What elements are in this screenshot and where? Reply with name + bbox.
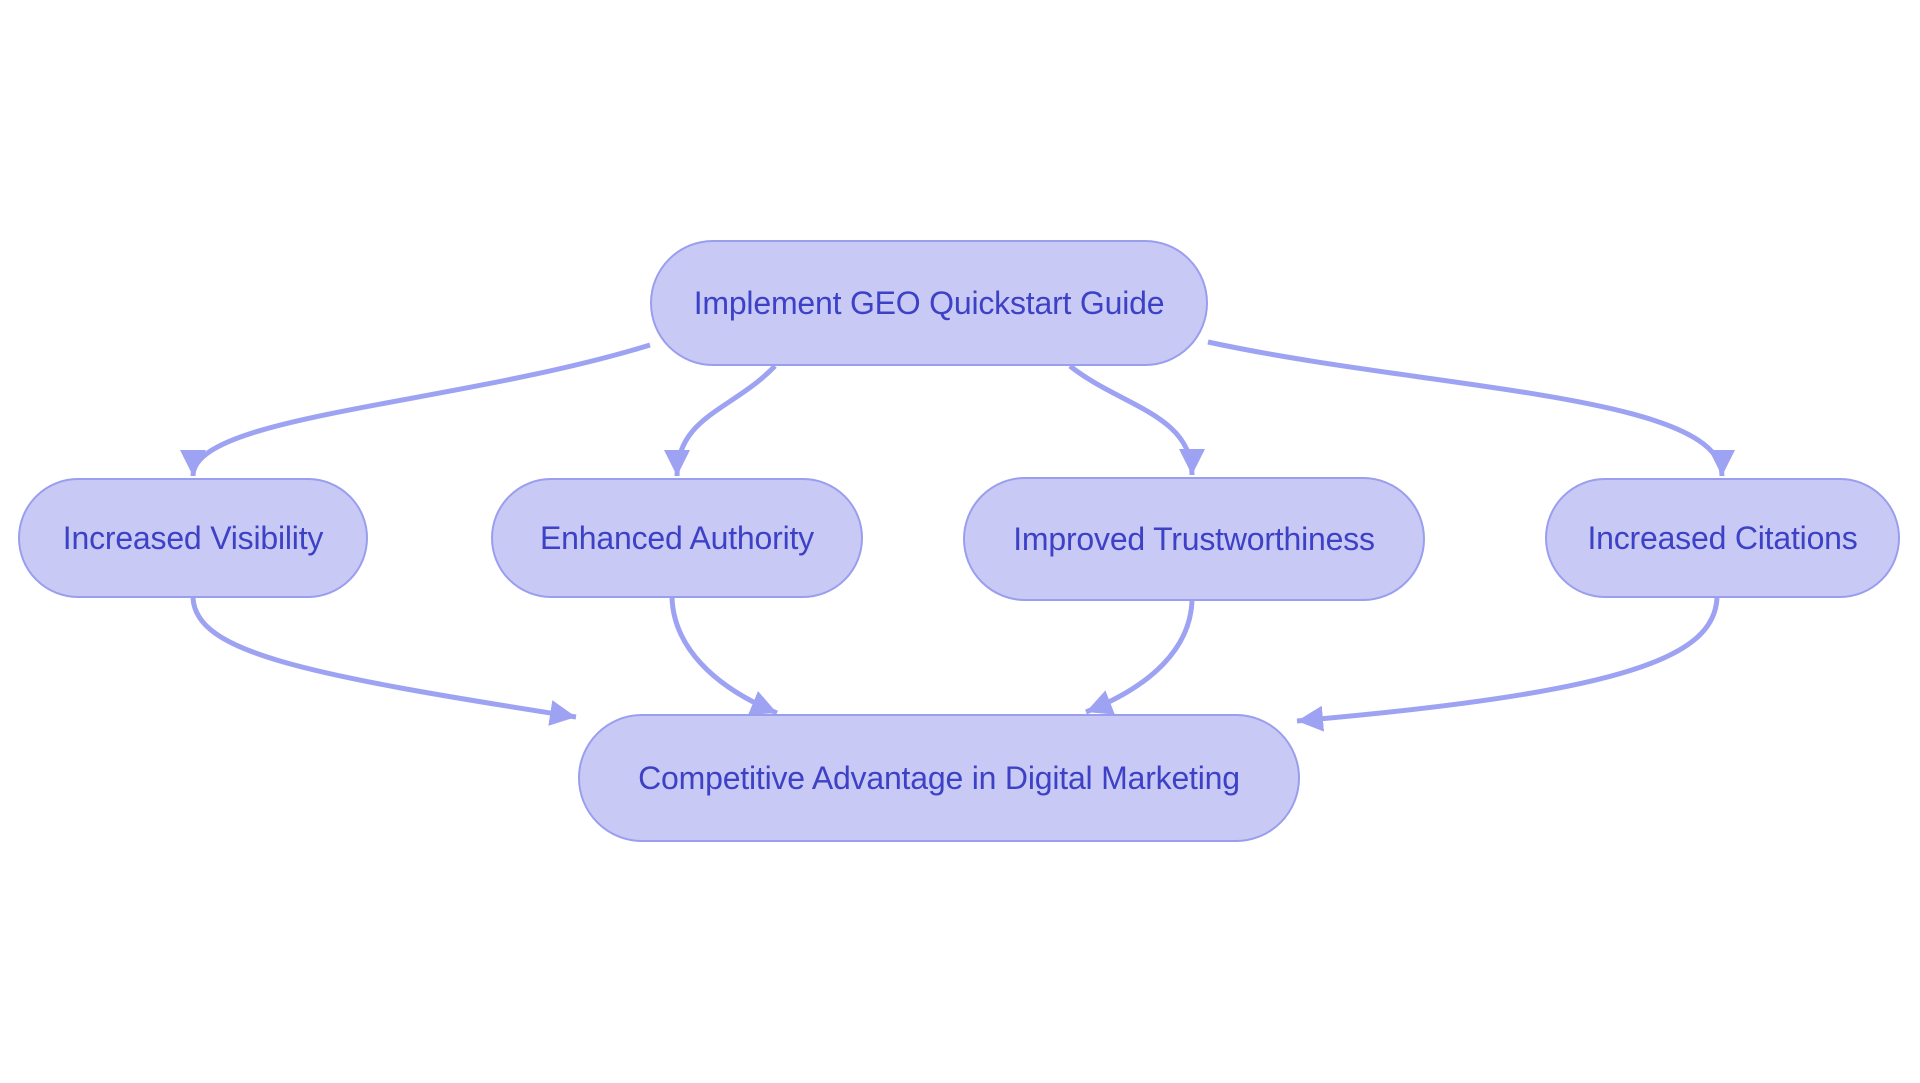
node-enhanced-authority: Enhanced Authority bbox=[491, 478, 863, 598]
edge-benefit4-to-outcome bbox=[1296, 597, 1720, 732]
node-label: Improved Trustworthiness bbox=[1013, 520, 1375, 557]
edge-root-to-benefit3 bbox=[1068, 364, 1205, 476]
node-competitive-advantage: Competitive Advantage in Digital Marketi… bbox=[578, 714, 1300, 842]
node-implement-geo-quickstart-guide: Implement GEO Quickstart Guide bbox=[650, 240, 1208, 366]
edge-benefit1-to-outcome bbox=[190, 597, 577, 726]
node-label: Increased Citations bbox=[1587, 519, 1858, 556]
edge-root-to-benefit4 bbox=[1207, 339, 1735, 477]
edge-root-to-benefit2 bbox=[664, 364, 777, 477]
node-label: Competitive Advantage in Digital Marketi… bbox=[638, 759, 1240, 796]
node-increased-visibility: Increased Visibility bbox=[18, 478, 368, 598]
node-label: Enhanced Authority bbox=[540, 519, 814, 556]
node-label: Implement GEO Quickstart Guide bbox=[693, 284, 1165, 321]
edge-benefit2-to-outcome bbox=[669, 597, 778, 716]
node-improved-trustworthiness: Improved Trustworthiness bbox=[963, 477, 1425, 601]
node-label: Increased Visibility bbox=[62, 519, 324, 556]
node-increased-citations: Increased Citations bbox=[1545, 478, 1900, 598]
edge-root-to-benefit1 bbox=[180, 342, 651, 477]
edge-benefit3-to-outcome bbox=[1085, 600, 1195, 715]
